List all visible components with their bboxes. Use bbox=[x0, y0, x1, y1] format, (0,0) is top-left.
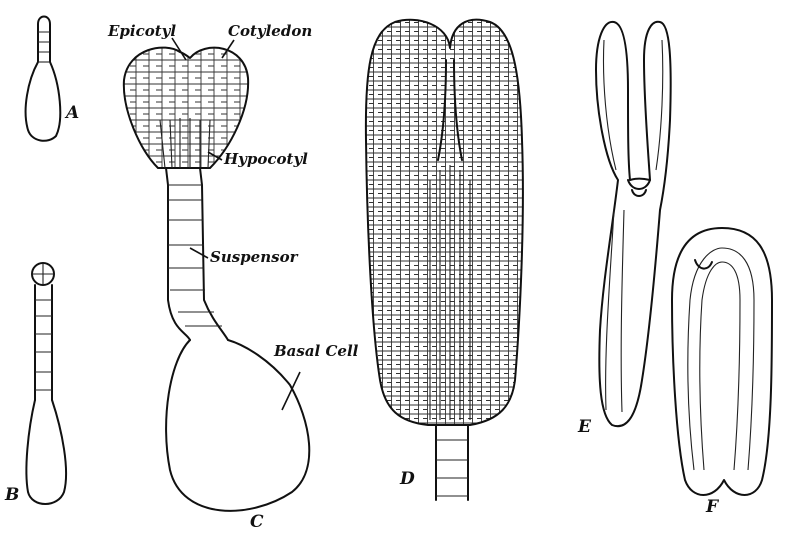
embryo-stage-f bbox=[672, 228, 772, 495]
embryo-stage-d bbox=[362, 15, 527, 500]
embryo-stage-c bbox=[120, 38, 309, 511]
embryo-stage-e bbox=[596, 22, 671, 426]
label-f: F bbox=[705, 497, 720, 517]
embryo-stage-a bbox=[26, 17, 61, 141]
label-e: E bbox=[577, 417, 592, 437]
label-d: D bbox=[399, 469, 415, 489]
label-cotyledon: Cotyledon bbox=[228, 22, 312, 40]
label-suspensor: Suspensor bbox=[210, 248, 299, 266]
basal-cell bbox=[166, 340, 309, 511]
label-epicotyl: Epicotyl bbox=[107, 22, 176, 40]
label-a: A bbox=[64, 103, 79, 123]
label-hypocotyl: Hypocotyl bbox=[223, 150, 308, 168]
suspensor-leader bbox=[190, 248, 208, 258]
label-basal-cell: Basal Cell bbox=[273, 342, 359, 360]
label-b: B bbox=[4, 485, 19, 505]
label-c: C bbox=[250, 512, 264, 532]
embryo-stage-b bbox=[26, 263, 66, 504]
suspensor-d bbox=[436, 425, 468, 500]
